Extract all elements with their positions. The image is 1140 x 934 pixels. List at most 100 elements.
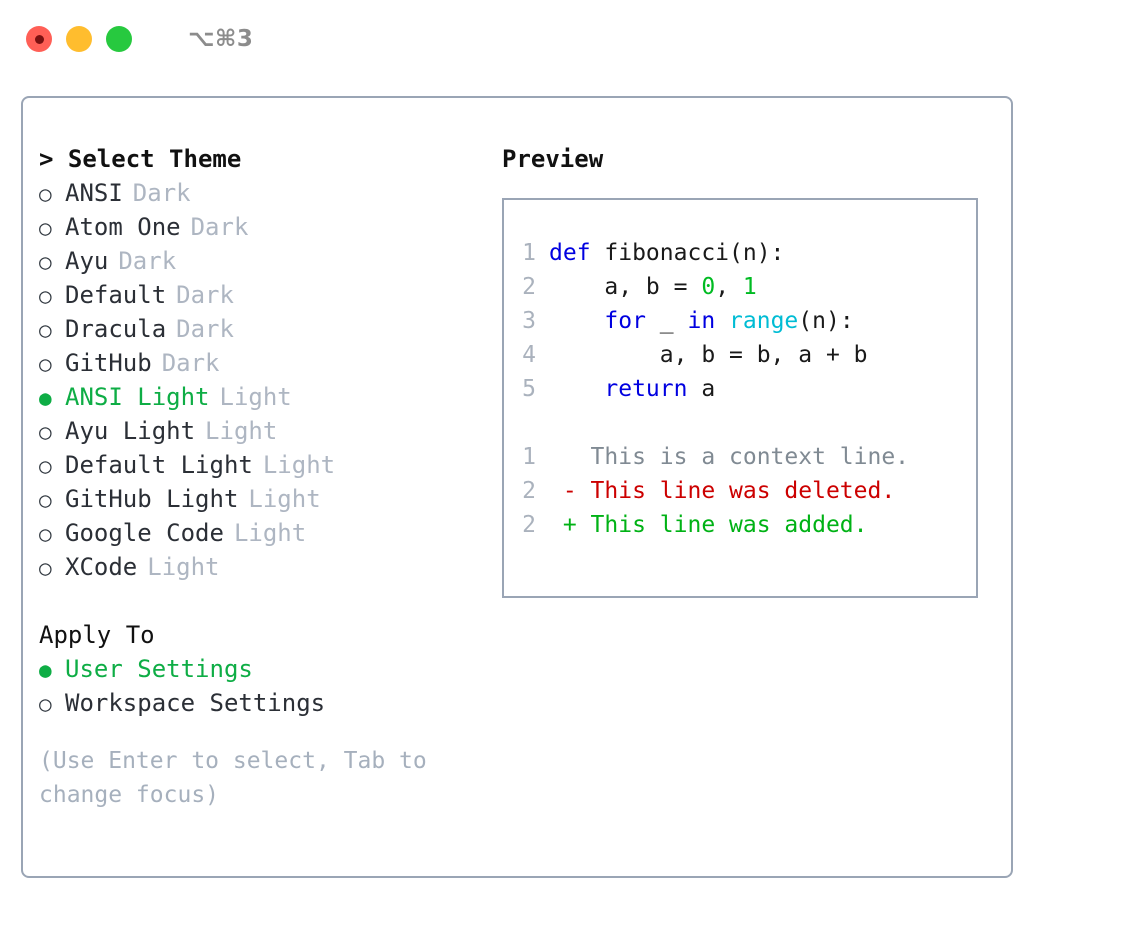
theme-option-7[interactable]: ○ Ayu Light Light — [39, 414, 479, 448]
theme-option-tag: Dark — [176, 315, 234, 343]
code-line: 2 a, b = 0, 1 — [522, 270, 976, 304]
radio-selected-icon[interactable]: ● — [39, 658, 52, 682]
apply-to-list[interactable]: ● User Settings ○ Workspace Settings — [39, 652, 479, 720]
line-number: 3 — [522, 308, 536, 334]
line-number: 2 — [522, 512, 536, 538]
line-number: 4 — [522, 342, 536, 368]
line-number: 1 — [522, 240, 536, 266]
theme-option-tag: Dark — [132, 179, 191, 207]
code-token: 0 — [701, 274, 716, 300]
theme-option-tag: Light — [248, 485, 321, 513]
theme-option-label: Default — [65, 281, 167, 309]
theme-option-2[interactable]: ○ Ayu Dark — [39, 244, 479, 278]
line-number: 1 — [522, 444, 536, 470]
code-token: in — [687, 308, 716, 334]
code-token: _ — [645, 308, 688, 334]
theme-option-label: Ayu Light — [65, 417, 196, 445]
apply-option-label: User Settings — [65, 655, 253, 683]
code-line: 1 This is a context line. — [522, 440, 976, 474]
code-token — [549, 308, 604, 334]
code-line — [522, 406, 976, 440]
theme-option-9[interactable]: ○ GitHub Light Light — [39, 482, 479, 516]
code-token: , — [715, 274, 743, 300]
theme-option-3[interactable]: ○ Default Dark — [39, 278, 479, 312]
theme-option-label: Default Light — [65, 451, 253, 479]
code-token: return — [604, 376, 688, 402]
line-number: 2 — [522, 274, 536, 300]
theme-option-10[interactable]: ○ Google Code Light — [39, 516, 479, 550]
theme-option-8[interactable]: ○ Default Light Light — [39, 448, 479, 482]
theme-option-tag: Light — [219, 383, 292, 411]
theme-option-label: GitHub — [65, 349, 152, 377]
list-spacer — [39, 584, 479, 618]
line-number: 5 — [522, 376, 536, 402]
theme-option-tag: Dark — [190, 213, 249, 241]
radio-unselected-icon[interactable]: ○ — [39, 522, 52, 546]
theme-option-5[interactable]: ○ GitHub Dark — [39, 346, 479, 380]
theme-option-tag: Light — [147, 553, 220, 581]
code-token: def — [549, 240, 591, 266]
apply-option-1[interactable]: ○ Workspace Settings — [39, 686, 479, 720]
radio-unselected-icon[interactable]: ○ — [39, 182, 52, 206]
select-theme-heading: > Select Theme — [39, 145, 242, 173]
theme-option-label: XCode — [65, 553, 138, 581]
theme-option-tag: Light — [233, 519, 307, 547]
code-token — [549, 376, 604, 402]
radio-unselected-icon[interactable]: ○ — [39, 454, 52, 478]
code-token: - This line was deleted. — [549, 478, 896, 504]
code-token: a, b = b, a + b — [549, 342, 868, 368]
code-token: + This line was added. — [549, 512, 868, 538]
radio-unselected-icon[interactable]: ○ — [39, 250, 52, 274]
theme-option-tag: Dark — [161, 349, 220, 377]
theme-option-tag: Dark — [118, 247, 177, 275]
record-indicator-icon — [34, 34, 44, 44]
theme-option-11[interactable]: ○ XCode Light — [39, 550, 479, 584]
apply-option-label: Workspace Settings — [65, 689, 326, 717]
theme-option-tag: Dark — [176, 281, 234, 309]
code-line: 4 a, b = b, a + b — [522, 338, 976, 372]
radio-unselected-icon[interactable]: ○ — [39, 352, 52, 376]
apply-to-heading: Apply To — [39, 621, 155, 649]
theme-option-label: ANSI — [65, 179, 123, 207]
keyboard-hint: (Use Enter to select, Tab to change focu… — [39, 748, 441, 808]
theme-option-tag: Light — [262, 451, 336, 479]
code-token: (n): — [798, 308, 854, 334]
radio-unselected-icon[interactable]: ○ — [39, 216, 52, 240]
radio-unselected-icon[interactable]: ○ — [39, 692, 52, 716]
theme-option-label: Ayu — [65, 247, 109, 275]
code-token: fibonacci(n): — [590, 240, 785, 266]
radio-unselected-icon[interactable]: ○ — [39, 488, 52, 512]
minimize-button[interactable] — [66, 26, 92, 52]
maximize-button[interactable] — [106, 26, 132, 52]
radio-unselected-icon[interactable]: ○ — [39, 556, 52, 580]
code-line: 5 return a — [522, 372, 976, 406]
radio-unselected-icon[interactable]: ○ — [39, 420, 52, 444]
radio-selected-icon[interactable]: ● — [39, 386, 52, 410]
code-token: a — [687, 376, 716, 402]
code-line: 2 - This line was deleted. — [522, 474, 976, 508]
code-line: 1 def fibonacci(n): — [522, 236, 976, 270]
close-button[interactable] — [26, 26, 52, 52]
theme-option-0[interactable]: ○ ANSI Dark — [39, 176, 479, 210]
apply-option-0[interactable]: ● User Settings — [39, 652, 479, 686]
code-line: 2 + This line was added. — [522, 508, 976, 542]
theme-option-label: Google Code — [65, 519, 224, 547]
code-token: This is a context line. — [549, 444, 910, 470]
preview-heading: Preview — [502, 145, 604, 173]
radio-unselected-icon[interactable]: ○ — [39, 284, 52, 308]
theme-option-label: GitHub Light — [65, 485, 239, 513]
radio-unselected-icon[interactable]: ○ — [39, 318, 52, 342]
line-number: 2 — [522, 478, 536, 504]
code-line: 3 for _ in range(n): — [522, 304, 976, 338]
theme-option-tag: Light — [205, 417, 278, 445]
